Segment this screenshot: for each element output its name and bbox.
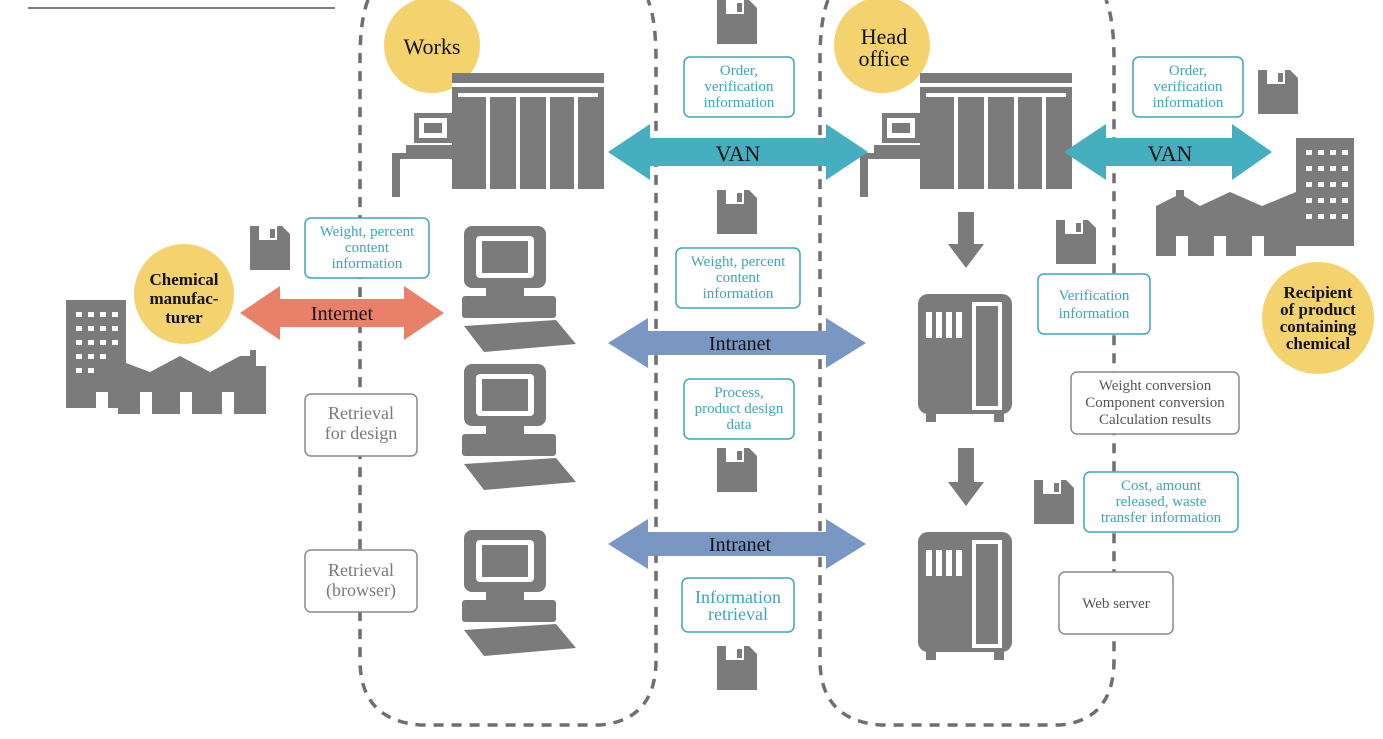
box-text: Retrieval [328, 560, 394, 580]
box-text: retrieval [708, 604, 768, 624]
box-text: content [345, 240, 390, 256]
box-text: Order, [720, 63, 758, 79]
recipient-circle: Recipient of product containing chemical [1262, 262, 1374, 374]
box-text: transfer information [1101, 510, 1222, 526]
recipient-line3: containing [1280, 317, 1357, 336]
works-pc-icon-1 [462, 226, 576, 352]
box-text: information [704, 95, 775, 111]
down-arrow-icon-2 [948, 448, 984, 506]
order-verification-box-right: Order, verification information [1132, 56, 1244, 118]
chemical-manufacturer-line1: Chemical [150, 270, 219, 289]
box-text: released, waste [1116, 494, 1207, 510]
head-office-circle: Head office [834, 0, 930, 93]
van-arrow-right: VAN [1064, 124, 1272, 180]
chemical-manufacturer-line3: turer [165, 308, 203, 327]
order-verification-box-center: Order, verification information [683, 56, 795, 118]
server-icon-2 [916, 530, 1014, 662]
chemical-manufacturer-circle: Chemical manufac- turer [134, 244, 234, 344]
works-pc-icon-3 [462, 530, 576, 656]
floppy-disk-icon [250, 226, 290, 270]
box-text: Cost, amount [1121, 478, 1202, 494]
box-text: Weight, percent [691, 254, 786, 270]
chemical-factory-icon [66, 300, 266, 414]
box-text: verification [704, 79, 774, 95]
process-design-box: Process, product design data [683, 378, 795, 440]
works-zone-outline [358, 0, 658, 727]
floppy-disk-icon [1034, 480, 1074, 524]
weight-content-box-center: Weight, percent content information [675, 247, 801, 309]
information-retrieval-box: Information retrieval [681, 577, 795, 633]
van-arrow-left: VAN [608, 124, 868, 180]
box-text: verification [1153, 79, 1223, 95]
box-text: information [1059, 306, 1130, 322]
head-office-zone-outline [818, 0, 1116, 727]
box-text: Component conversion [1085, 395, 1225, 411]
box-text: Retrieval [328, 403, 394, 423]
intranet-label-lower: Intranet [709, 534, 772, 556]
box-text: content [716, 270, 761, 286]
intranet-arrow-lower: Intranet [608, 519, 866, 569]
floppy-disk-icon [717, 646, 757, 690]
box-text: Order, [1169, 63, 1207, 79]
van-label-left: VAN [716, 141, 761, 166]
box-text: Information [695, 587, 781, 607]
intranet-label-upper: Intranet [709, 333, 772, 355]
works-pc-icon-2 [462, 364, 576, 490]
floppy-disk-icon [1056, 220, 1096, 264]
retrieval-design-box: Retrieval for design [304, 393, 418, 457]
retrieval-browser-box: Retrieval (browser) [304, 549, 418, 613]
works-label: Works [404, 34, 461, 59]
box-text: Web server [1082, 596, 1150, 612]
weight-conversion-box: Weight conversion Component conversion C… [1070, 371, 1240, 435]
box-text: for design [325, 423, 397, 443]
floppy-disk-icon [717, 190, 757, 234]
intranet-arrow-upper: Intranet [608, 318, 866, 368]
head-office-label-line2: office [859, 46, 910, 71]
box-text: information [703, 286, 774, 302]
box-text: data [727, 417, 752, 433]
verification-box: Verification information [1037, 273, 1151, 335]
box-text: Calculation results [1099, 412, 1211, 428]
recipient-factory-icon [1156, 138, 1354, 256]
chemical-manufacturer-line2: manufac- [150, 289, 219, 308]
box-text: Verification [1059, 288, 1130, 304]
box-text: Process, [714, 385, 764, 401]
box-text: product design [695, 401, 784, 417]
floppy-disk-icon [717, 0, 757, 44]
box-text: (browser) [326, 580, 396, 601]
recipient-line2: of product [1280, 300, 1356, 319]
weight-content-box-left: Weight, percent content information [304, 217, 430, 279]
recipient-line4: chemical [1286, 334, 1350, 353]
internet-arrow: Internet [240, 286, 444, 340]
down-arrow-icon-1 [948, 212, 984, 268]
cost-amount-box: Cost, amount released, waste transfer in… [1083, 471, 1239, 533]
box-text: Weight conversion [1099, 378, 1212, 394]
box-text: information [1153, 95, 1224, 111]
server-icon-1 [916, 292, 1014, 424]
recipient-line1: Recipient [1284, 283, 1353, 302]
works-circle: Works [384, 0, 480, 93]
head-office-label-line1: Head [861, 24, 907, 49]
van-label-right: VAN [1148, 141, 1193, 166]
box-text: Weight, percent [320, 224, 415, 240]
internet-label: Internet [311, 303, 374, 325]
floppy-disk-icon [717, 448, 757, 492]
web-server-box: Web server [1058, 571, 1174, 635]
floppy-disk-icon [1258, 70, 1298, 114]
box-text: information [332, 256, 403, 272]
